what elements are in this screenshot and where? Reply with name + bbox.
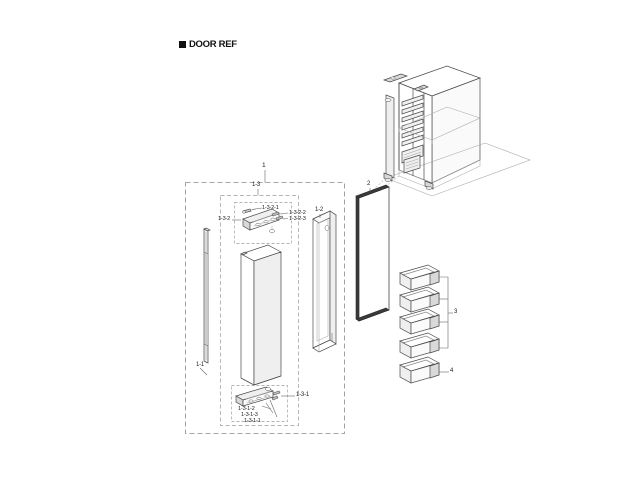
callout-lower-hinge-a: 1-3-1-2 [238,406,255,412]
callout-door-handle: 1-1 [196,362,205,368]
upper-hinge-screw-art [242,208,257,214]
page-title: DOOR REF [179,39,237,50]
callout-upper-hinge-b: 1-3-2-2 [289,210,306,216]
door-bin-stack-art [399,264,453,384]
group-box-lower-hinge [231,385,288,422]
upper-hinge-assembly-art [242,207,289,233]
callout-upper-hinge-a: 1-3-2-1 [262,205,279,211]
callout-door-bins-group: 3 [454,309,458,315]
callout-gasket: 2 [367,181,371,187]
door-bin [399,308,440,335]
refrigerator-cabinet-isometric [371,65,531,197]
upper-hinge-cam-art [271,211,284,221]
door-bin-group-bracket [439,276,453,349]
door-bin [399,332,440,359]
door-handle-art [199,227,211,376]
page-title-text: DOOR REF [189,39,237,50]
door-inner-liner-art [312,210,337,353]
group-box-door-foam-assembly [220,189,299,426]
callout-door-foam-assembly: 1-3 [252,182,261,188]
door-gasket-panel-art [355,184,390,322]
callout-upper-hinge-c: 1-3-2-3 [289,216,306,222]
callout-door-bin-bottom: 4 [450,368,454,374]
door-bin [399,264,440,291]
door-outer-panel-art [240,244,282,386]
callout-door-assembly: 1 [262,162,266,169]
cabinet-shelf-stack [401,94,424,164]
door-bin-lower [399,356,440,384]
door-bin [399,286,440,313]
callout-door-inner-liner: 1-2 [315,207,324,213]
callout-lower-hinge-group: 1-3-1 [296,392,310,398]
callout-upper-hinge-group: 1-3-2 [218,216,231,222]
callout-lower-hinge-b: 1-3-1-3 [241,412,258,418]
callout-lower-hinge-c: 1-3-1-1 [244,418,261,424]
square-bullet-icon [179,41,186,48]
